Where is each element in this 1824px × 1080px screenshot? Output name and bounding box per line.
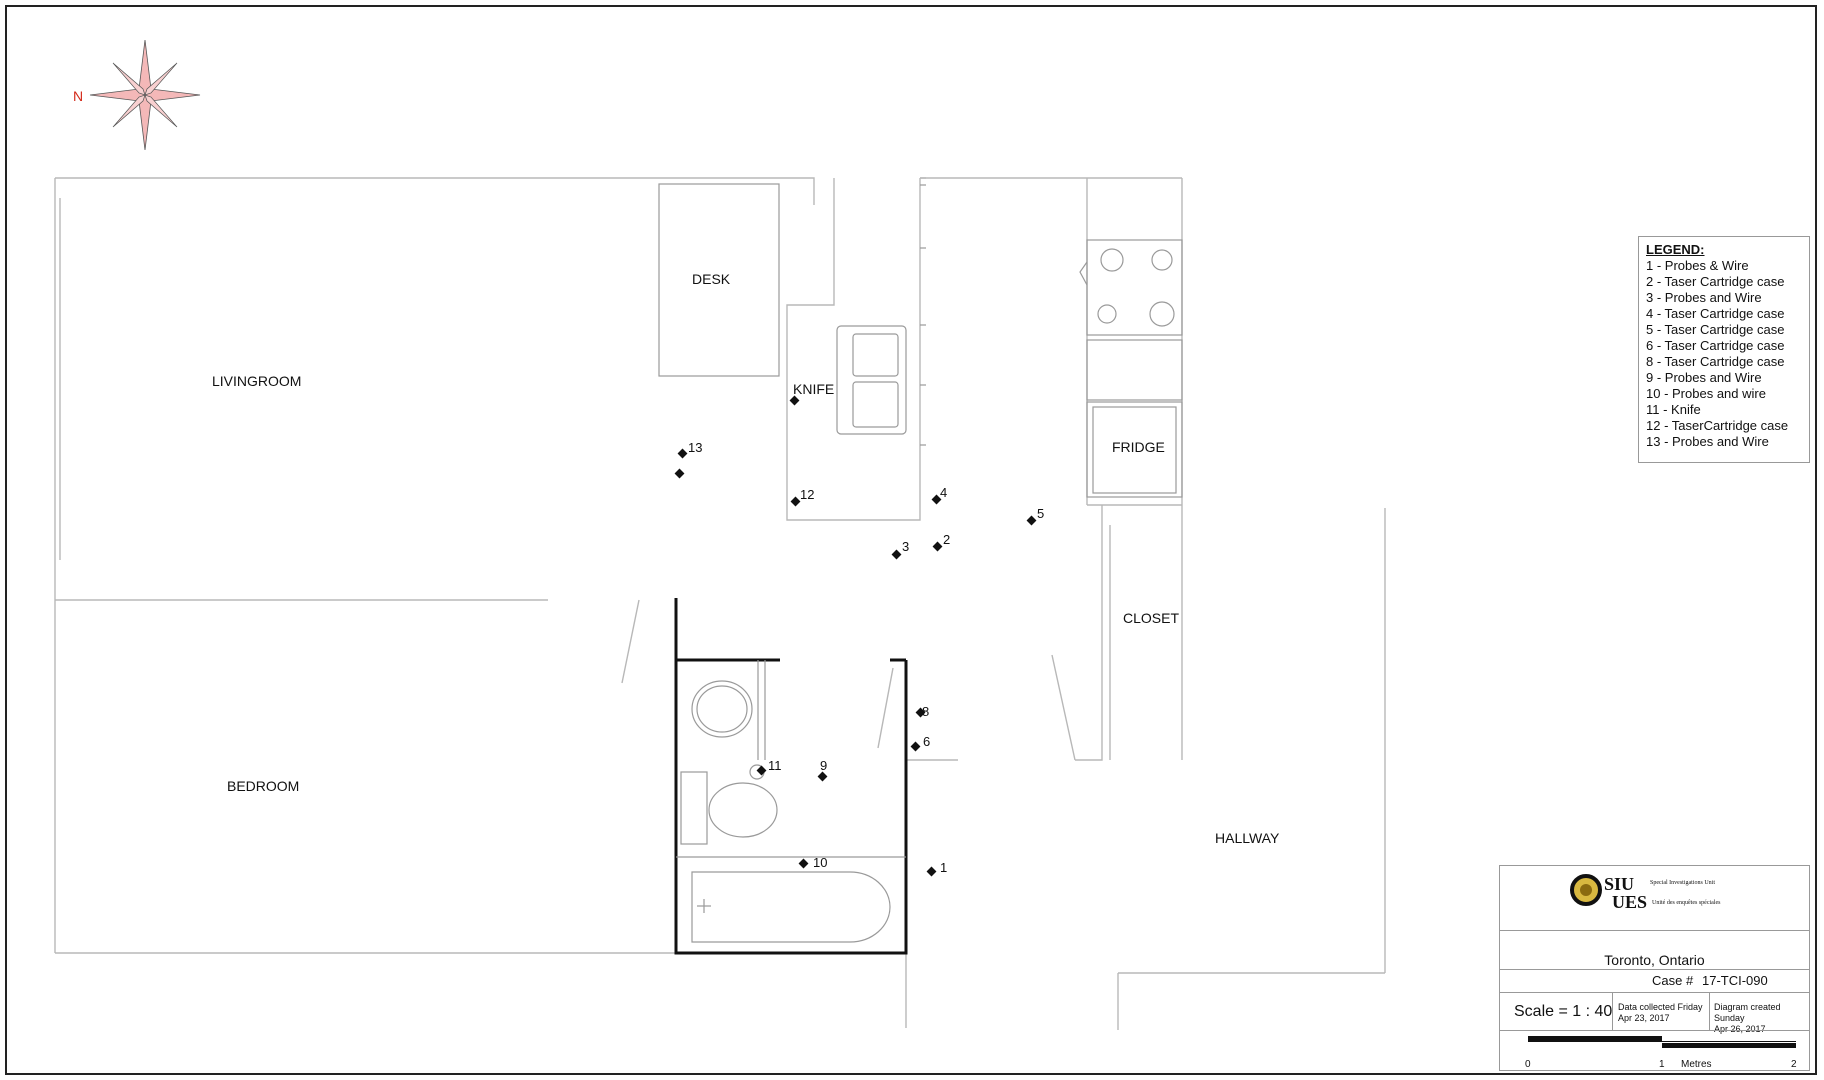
logo-siu: SIU (1604, 874, 1635, 894)
bathroom (674, 598, 908, 955)
svg-text:1: 1 (940, 860, 947, 875)
room-label-fridge: FRIDGE (1112, 439, 1165, 455)
scale-tick-2: 2 (1791, 1059, 1797, 1070)
legend-item: 9 - Probes and Wire (1646, 370, 1762, 385)
diagram-created-date: Diagram created Sunday Apr 26, 2017 (1714, 1002, 1781, 1034)
logo-ues: UES (1612, 892, 1648, 912)
svg-text:9: 9 (820, 758, 827, 773)
legend-item: 10 - Probes and wire (1646, 386, 1766, 401)
legend-item: 5 - Taser Cartridge case (1646, 322, 1785, 337)
siu-logo: SIU UES Special Investigations Unit Unit… (1500, 866, 1809, 930)
siu-seal-icon (1570, 874, 1602, 906)
legend-item: 1 - Probes & Wire (1646, 258, 1749, 273)
marker-11: 11 (756, 758, 782, 776)
svg-text:10: 10 (813, 855, 827, 870)
legend-item: 13 - Probes and Wire (1646, 434, 1769, 449)
legend-item: 3 - Probes and Wire (1646, 290, 1762, 305)
marker-13: 13 (677, 440, 702, 459)
data-collected-date: Data collected Friday Apr 23, 2017 (1618, 1002, 1703, 1023)
svg-text:6: 6 (923, 734, 930, 749)
legend-item: 4 - Taser Cartridge case (1646, 306, 1785, 321)
drawing-frame (5, 5, 1817, 1075)
legend-item: 6 - Taser Cartridge case (1646, 338, 1785, 353)
marker-3: 3 (891, 539, 909, 560)
room-label-closet: CLOSET (1123, 610, 1179, 626)
svg-text:8: 8 (922, 704, 929, 719)
scale-bar (1528, 1036, 1796, 1050)
scale-value: 1 : 40 (1572, 1003, 1613, 1020)
case-label: Case # (1652, 973, 1694, 988)
scale-unit: Metres (1681, 1059, 1712, 1070)
marker-5: 5 (1026, 506, 1044, 526)
location-text: Toronto, Ontario (1604, 952, 1705, 968)
marker-2: 2 (932, 532, 950, 552)
room-label-livingroom: LIVINGROOM (212, 373, 301, 389)
marker-9: 9 (817, 758, 828, 782)
scale-text: Scale = 1 : 40 (1514, 1003, 1612, 1021)
marker-6: 6 (910, 734, 930, 752)
svg-text:13: 13 (688, 440, 702, 455)
marker-1: 1 (926, 860, 947, 877)
evidence-markers: 1 2 3 4 5 6 8 9 10 11 12 13 (674, 395, 1044, 877)
marker-10: 10 (798, 855, 827, 870)
logo-ues-full: Unité des enquêtes spéciales (1652, 900, 1721, 906)
room-label-knife: KNIFE (793, 381, 834, 397)
room-label-hallway: HALLWAY (1215, 830, 1280, 846)
compass-rose: N (73, 39, 201, 151)
legend-item: 8 - Taser Cartridge case (1646, 354, 1785, 369)
room-label-desk: DESK (692, 271, 731, 287)
legend-item: 11 - Knife (1646, 402, 1701, 417)
svg-text:2: 2 (943, 532, 950, 547)
marker-4: 4 (931, 485, 947, 505)
legend-item: 2 - Taser Cartridge case (1646, 274, 1785, 289)
case-number: 17-TCI-090 (1702, 973, 1768, 988)
svg-text:3: 3 (902, 539, 909, 554)
marker-12: 12 (790, 487, 814, 507)
svg-text:11: 11 (768, 758, 782, 773)
scale-label: Scale = (1514, 1003, 1568, 1020)
logo-siu-full: Special Investigations Unit (1650, 880, 1715, 886)
svg-text:5: 5 (1037, 506, 1044, 521)
legend-box: LEGEND: 1 - Probes & Wire 2 - Taser Cart… (1638, 236, 1810, 463)
title-block: SIU UES Special Investigations Unit Unit… (1499, 865, 1810, 1071)
marker-unlabeled (674, 468, 685, 479)
scale-tick-1: 1 (1659, 1059, 1665, 1070)
marker-8: 8 (915, 704, 929, 719)
svg-text:12: 12 (800, 487, 814, 502)
walls (54, 177, 1386, 1030)
legend-title: LEGEND: (1646, 242, 1705, 257)
svg-text:4: 4 (940, 485, 947, 500)
marker-knife-location (789, 395, 800, 406)
room-label-bedroom: BEDROOM (227, 778, 299, 794)
compass-north-label: N (73, 88, 83, 104)
legend-item: 12 - TaserCartridge case (1646, 418, 1789, 433)
room-labels: LIVINGROOM BEDROOM DESK KNIFE FRIDGE CLO… (212, 271, 1280, 846)
scale-tick-0: 0 (1525, 1059, 1531, 1070)
